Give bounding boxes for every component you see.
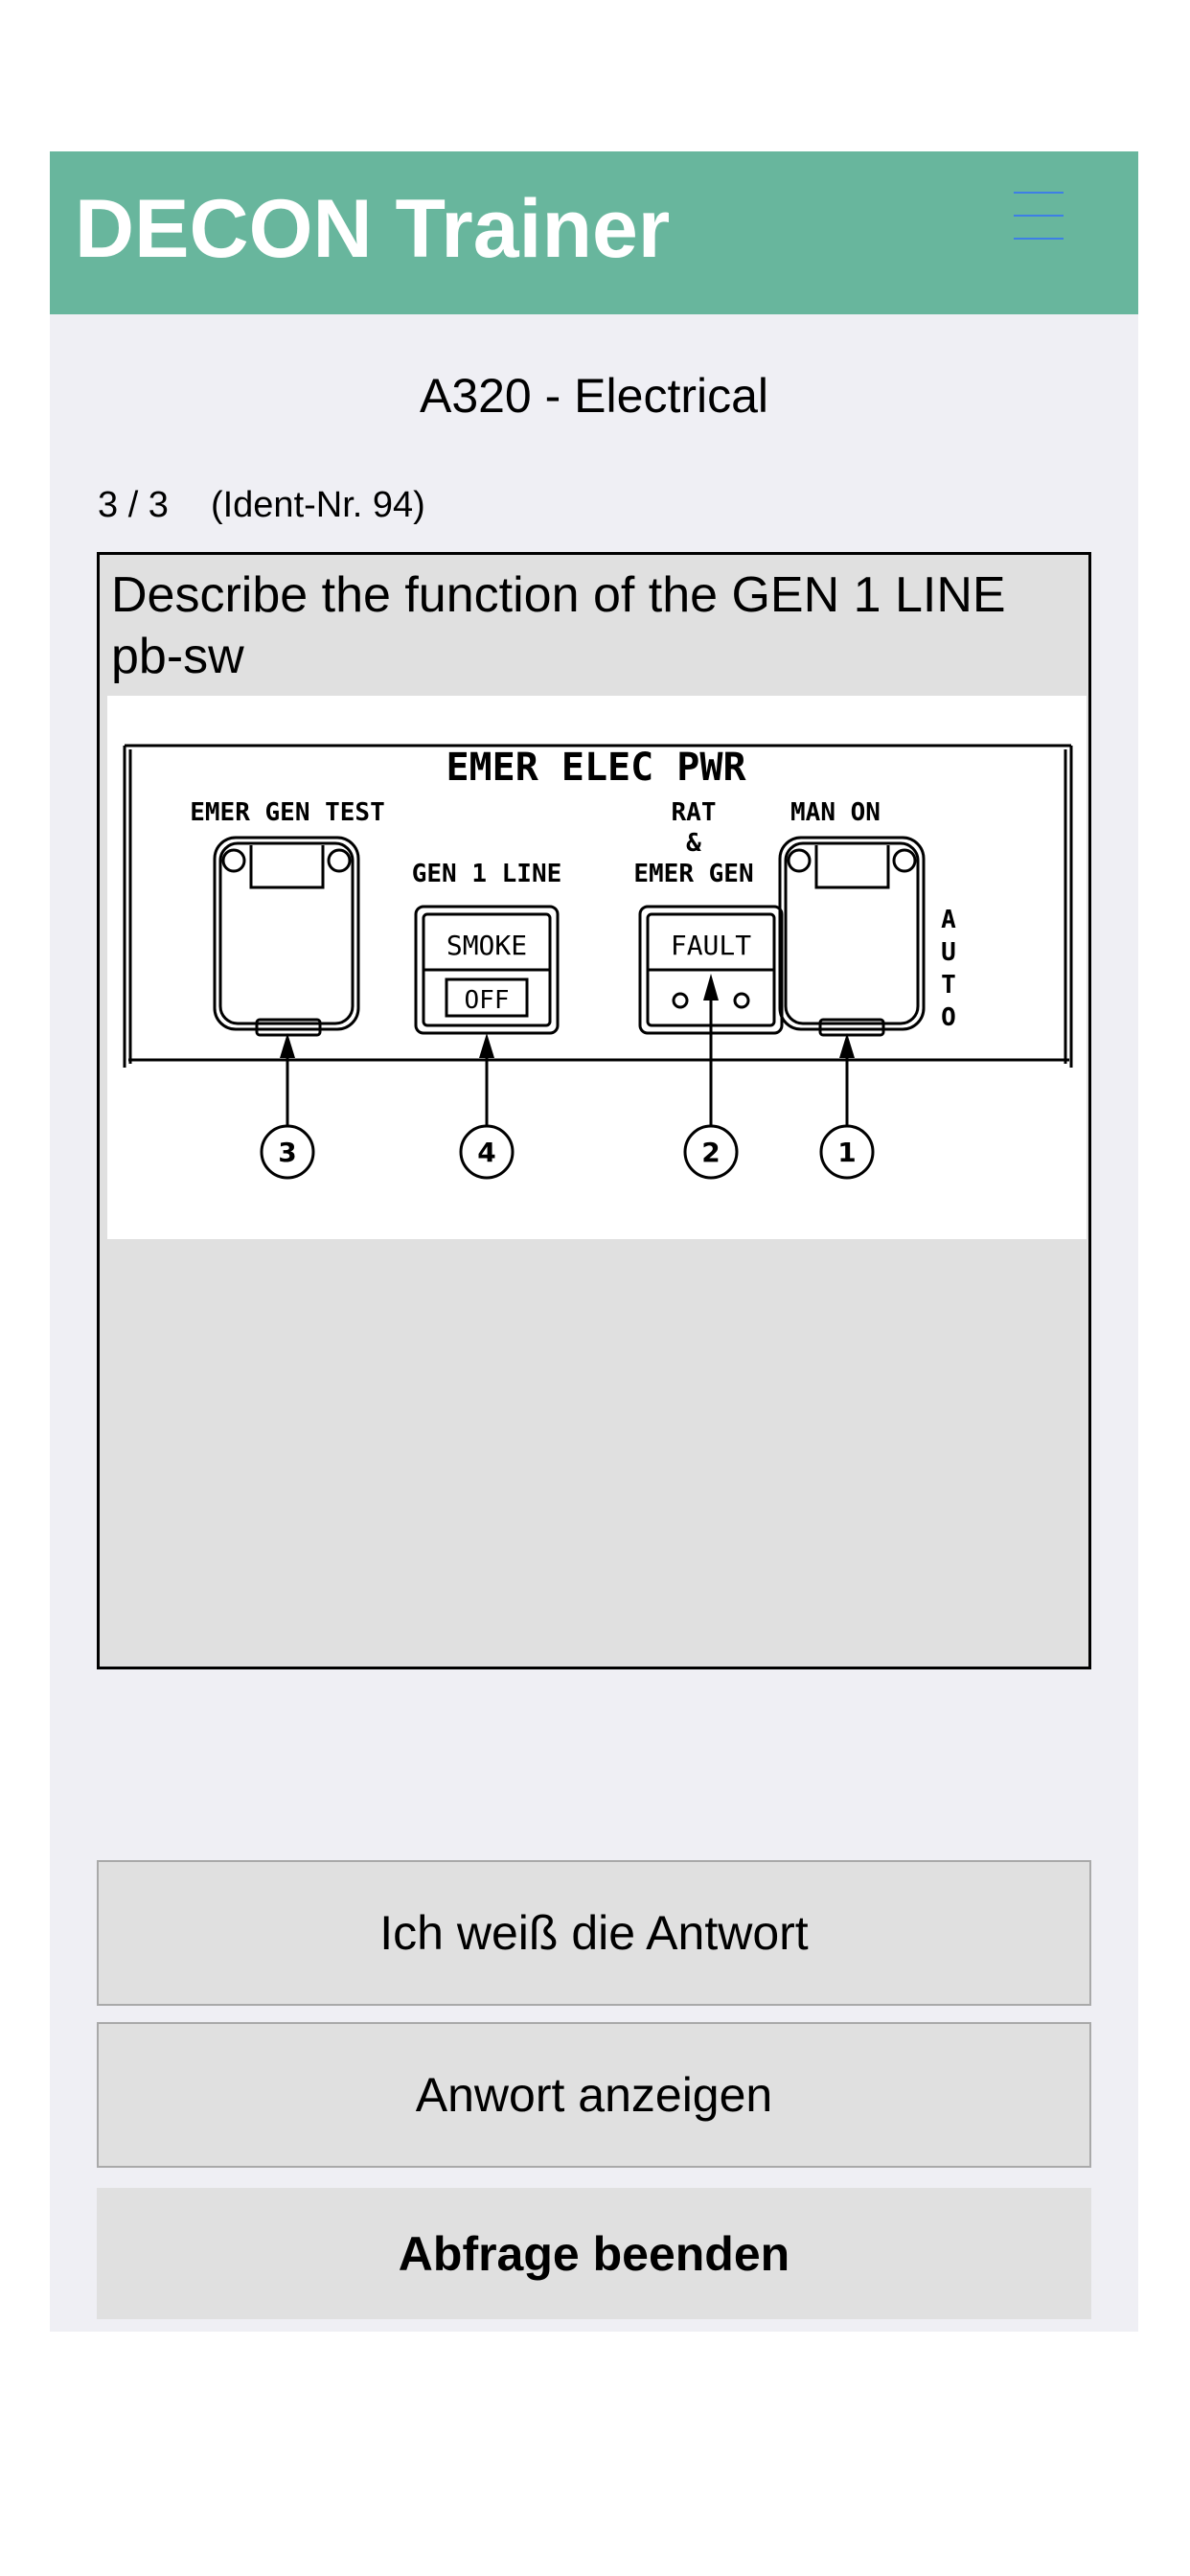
- menu-line-bottom: [1014, 238, 1064, 240]
- auto-letter-a: A: [941, 906, 956, 934]
- callout-4-number: 4: [477, 1137, 495, 1168]
- gen1-line-label: GEN 1 LINE: [412, 860, 562, 888]
- callout-1-arrow: [839, 1033, 855, 1058]
- show-answer-button[interactable]: Anwort anzeigen: [97, 2022, 1091, 2168]
- emer-gen-test-label: EMER GEN TEST: [190, 798, 385, 827]
- question-diagram: EMER ELEC PWR EMER GEN TEST GEN 1 LINE R…: [107, 696, 1087, 1239]
- app-title: DECON Trainer: [75, 183, 671, 275]
- man-on-guard: [778, 836, 926, 1037]
- callout-3-arrow: [280, 1033, 295, 1058]
- callout-2-number: 2: [701, 1137, 720, 1168]
- know-answer-button[interactable]: Ich weiß die Antwort: [97, 1860, 1091, 2006]
- off-label: OFF: [465, 986, 510, 1015]
- hamburger-menu-icon[interactable]: [1008, 186, 1069, 247]
- auto-letter-o: O: [941, 1003, 956, 1032]
- callout-2-arrow: [703, 974, 719, 1000]
- callout-4-circle: [459, 1124, 515, 1180]
- auto-letter-u: U: [941, 938, 956, 967]
- end-quiz-button[interactable]: Abfrage beenden: [97, 2188, 1091, 2319]
- quiz-title: A320 - Electrical: [419, 369, 769, 423]
- panel-title: EMER ELEC PWR: [446, 746, 746, 790]
- ident-number: (Ident-Nr. 94): [210, 485, 425, 525]
- app-header: DECON Trainer: [50, 151, 1138, 314]
- menu-line-top: [1014, 192, 1064, 194]
- callout-4-arrow: [479, 1033, 494, 1058]
- menu-line-middle: [1014, 215, 1064, 217]
- fault-label: FAULT: [671, 930, 751, 961]
- smoke-label: SMOKE: [446, 930, 527, 961]
- auto-letter-t: T: [941, 971, 956, 1000]
- callout-2-circle: [683, 1124, 739, 1180]
- emer-gen-label: EMER GEN: [633, 860, 753, 888]
- callout-1-circle: [819, 1124, 875, 1180]
- rat-ampersand-label: &: [686, 829, 701, 858]
- emer-gen-test-guard: [213, 836, 360, 1037]
- rat-label: RAT: [672, 798, 717, 827]
- question-counter: 3 / 3: [98, 485, 169, 525]
- callout-1-number: 1: [837, 1137, 856, 1168]
- app-container: DECON Trainer A320 - Electrical 3 / 3 (Id…: [50, 151, 1138, 2332]
- question-card: Describe the function of the GEN 1 LINE …: [97, 552, 1091, 1669]
- callout-3-circle: [260, 1124, 315, 1180]
- question-text: Describe the function of the GEN 1 LINE …: [111, 567, 1006, 684]
- emer-elec-pwr-panel-diagram: EMER ELEC PWR EMER GEN TEST GEN 1 LINE R…: [123, 744, 1073, 1180]
- callout-3-number: 3: [278, 1137, 296, 1168]
- man-on-label: MAN ON: [790, 798, 881, 827]
- question-progress-line: 3 / 3 (Ident-Nr. 94): [98, 487, 425, 523]
